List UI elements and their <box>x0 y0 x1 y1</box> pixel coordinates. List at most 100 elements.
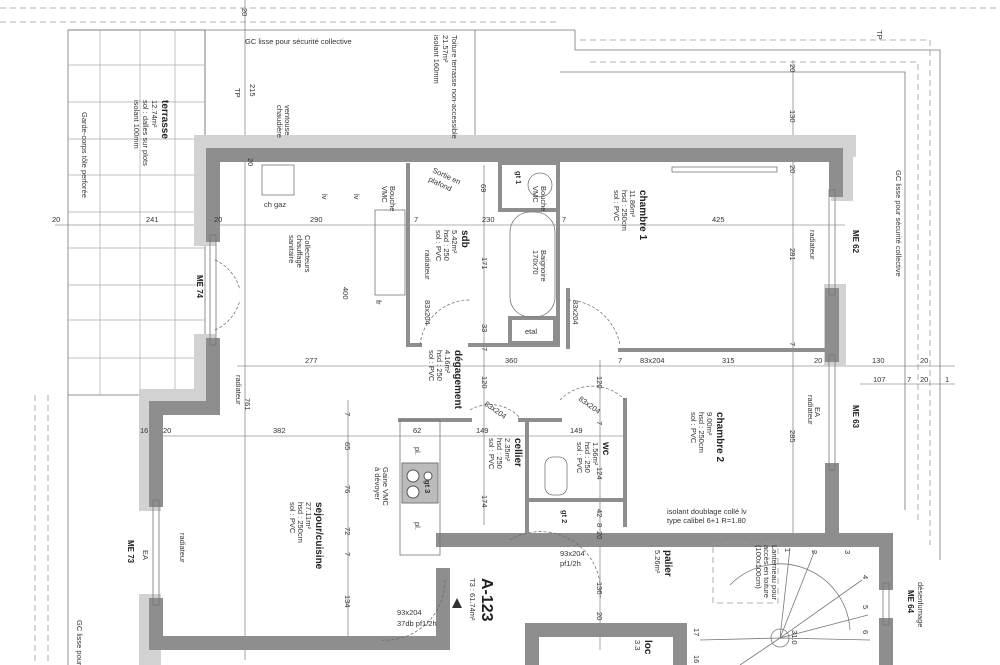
room-info: sol : PVC <box>288 502 297 534</box>
stair-step: 2 <box>810 550 819 554</box>
room-area: 5.26m² <box>653 550 662 574</box>
room-area: 1.56m² <box>591 442 600 466</box>
dim: 107 <box>873 375 886 384</box>
dim: 72 <box>343 527 352 535</box>
dim: 241 <box>146 215 159 224</box>
stair-step: 6 <box>861 630 870 634</box>
dim: 130 <box>788 110 797 123</box>
dim: 7 <box>618 356 622 365</box>
note-lanterneau: (100x100cm) <box>754 545 763 589</box>
windows <box>152 189 890 626</box>
note-tp: TP <box>875 30 884 40</box>
dim: 7 <box>343 552 352 556</box>
door-label: 83x204 <box>577 394 602 415</box>
door-label: 93x204 <box>397 608 422 617</box>
dim: 17 <box>692 628 701 636</box>
note-toiture-area: 21.57m² <box>441 35 450 63</box>
note-gt3: gt 3 <box>423 480 432 493</box>
dim: 20 <box>920 356 928 365</box>
room-info: isolant 100mm <box>132 100 141 149</box>
room-name-palier: palier <box>662 550 673 577</box>
note-gt1: gt 1 <box>514 171 523 184</box>
dim: 120 <box>595 376 604 389</box>
room-area: 2.35m² <box>503 438 512 462</box>
spiral-stair <box>699 547 871 665</box>
dim: 281 <box>788 248 797 261</box>
note-toiture-insulation: isolant 160mm <box>432 35 441 84</box>
exterior-walls <box>139 135 893 665</box>
door-swings <box>214 259 626 641</box>
roof-contours <box>0 7 1000 665</box>
radiator-label: radiateur <box>234 375 243 405</box>
room-name-chambre2: chambre 2 <box>714 412 725 462</box>
boiler <box>261 164 295 196</box>
note-bouche-vmc: Bouche <box>539 186 548 211</box>
fixtures <box>261 164 779 604</box>
door-label: 83x204 <box>423 300 432 325</box>
window-label-me64: ME 64 <box>906 590 915 614</box>
dim: 7 <box>343 412 352 416</box>
dimension-lines <box>55 0 955 660</box>
note-collecteurs: Collecteurs <box>303 235 312 273</box>
dim: 20 <box>246 158 255 166</box>
dim: 20 <box>595 612 604 620</box>
room-info: hsd : 250 <box>435 350 444 381</box>
dim: 42 <box>595 509 604 517</box>
note-gc-right: GC lisse pour sécurité collective <box>894 170 903 277</box>
note-desenfumage: désenfumage <box>916 582 925 627</box>
room-area: 5.42m² <box>450 230 459 254</box>
stair-height: 31.0 <box>790 630 799 645</box>
radiator-label: radiateur <box>806 395 815 425</box>
room-name-cellier: cellier <box>512 438 523 467</box>
door-label: pf1/2h <box>560 559 581 568</box>
note-lv: lv <box>352 194 361 200</box>
note-lanterneau: Lanterneau pour <box>770 545 779 601</box>
window-label-me62: ME 62 <box>851 230 860 254</box>
dim: 290 <box>310 215 323 224</box>
note-pl: pl. <box>413 522 422 530</box>
dim: 20 <box>788 165 797 173</box>
room-area: 9.00m² <box>705 412 714 436</box>
bathtub <box>509 211 556 318</box>
unit-id: A-123 <box>478 578 495 622</box>
dim: 65 <box>343 442 352 450</box>
terrace-slabs <box>67 29 206 396</box>
dim: 7 <box>414 215 418 224</box>
room-name-loc: loc <box>642 640 653 655</box>
dim: 425 <box>712 215 725 224</box>
note-gc-bottom: GC lisse pour <box>75 620 84 665</box>
door-label: 37db pf1/2h <box>397 619 437 628</box>
dim: 76 <box>343 485 352 493</box>
room-area: 12.74m² <box>150 100 159 128</box>
dim: 33 <box>480 324 489 332</box>
note-ventouse: ventouse <box>283 105 292 135</box>
note-tp: TP <box>233 88 242 98</box>
note-ch-gaz: ch gaz <box>264 200 286 209</box>
room-info: sol : PVC <box>689 412 698 444</box>
room-name-degagement: dégagement <box>452 350 463 410</box>
note-pl: pl. <box>413 447 422 455</box>
room-area: 4.16m² <box>443 350 452 374</box>
dim: 149 <box>476 426 489 435</box>
note-isolant: type calibel 6+1 R=1.80 <box>667 516 746 525</box>
room-area: 27.11m² <box>304 502 313 529</box>
room-area: 3.3 <box>633 640 642 650</box>
radiator-label: radiateur <box>423 250 432 280</box>
note-gaine-vmc: Gaine VMC <box>381 467 390 506</box>
room-info: hsd : 250cm <box>620 190 629 231</box>
hob <box>401 462 439 504</box>
room-info: sol : PVC <box>487 438 496 470</box>
dim: 285 <box>788 430 797 443</box>
note-collecteurs: chauffage <box>295 235 304 268</box>
entry-arrow-icon <box>452 598 462 608</box>
room-info: sol : PVC <box>575 442 584 474</box>
dim: 171 <box>480 257 489 270</box>
room-info: sol : PVC <box>612 190 621 222</box>
door-label: 93x204 <box>560 549 585 558</box>
dim: 277 <box>305 356 318 365</box>
dim: 761 <box>243 398 252 411</box>
stair-step: 1 <box>783 548 792 552</box>
labels: 20 GC lisse pour sécurité collective Toi… <box>52 8 949 665</box>
note-baignoire: Baignoire <box>539 250 548 282</box>
note-lanterneau: accès en toiture <box>762 545 771 598</box>
